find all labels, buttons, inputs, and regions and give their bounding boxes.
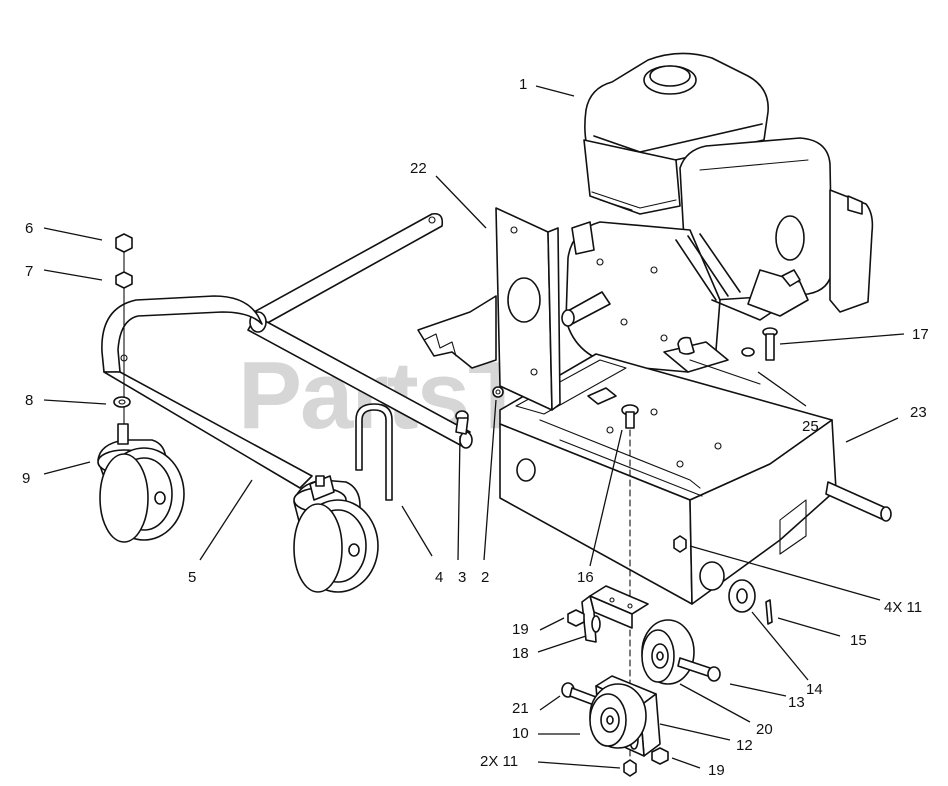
callout-15: 15	[850, 632, 867, 649]
callout-7: 7	[25, 263, 33, 280]
callout-19-upper: 19	[512, 621, 529, 638]
u-bolt	[355, 403, 393, 501]
callout-17: 17	[912, 326, 929, 343]
callout-19-lower: 19	[708, 762, 725, 779]
engine	[561, 52, 874, 373]
caster-wheel-left	[97, 423, 185, 543]
idler-bracket-upper	[581, 585, 649, 643]
callout-20: 20	[756, 721, 773, 738]
callout-10: 10	[512, 725, 529, 742]
nut-2x11	[623, 759, 637, 777]
callout-2x11: 2X 11	[480, 753, 518, 770]
callout-18: 18	[512, 645, 529, 662]
callout-4: 4	[435, 569, 443, 586]
callout-9: 9	[22, 470, 30, 487]
frame	[499, 353, 892, 605]
callout-3: 3	[458, 569, 466, 586]
pin-15	[765, 599, 773, 625]
callout-4x11: 4X 11	[884, 599, 922, 616]
bolt-17	[741, 327, 778, 361]
bracket-plate	[417, 207, 561, 411]
callout-1: 1	[519, 76, 527, 93]
callout-23: 23	[910, 404, 927, 421]
callout-8: 8	[25, 392, 33, 409]
bolt-3	[455, 410, 469, 435]
idler-pulley-lower	[589, 683, 647, 749]
nut-2	[492, 386, 504, 398]
callout-5: 5	[188, 569, 196, 586]
nut-4x11	[673, 535, 687, 553]
callout-6: 6	[25, 220, 33, 237]
idler-pulley-upper	[641, 619, 695, 685]
callout-labels: 1 22 6 7 8 9 5 4 3 2 16 17 25 23 4X 11 1…	[22, 76, 929, 779]
callout-22: 22	[410, 160, 427, 177]
callout-12: 12	[736, 737, 753, 754]
leader-lines	[43, 85, 905, 769]
callout-25: 25	[802, 418, 819, 435]
callout-2: 2	[481, 569, 489, 586]
callout-16: 16	[577, 569, 594, 586]
handle-assembly	[101, 212, 473, 489]
nut-19-lower	[651, 747, 669, 765]
nut-19-upper	[567, 609, 585, 627]
bolt-13	[677, 657, 721, 682]
caster-hardware	[113, 233, 133, 425]
callout-13: 13	[788, 694, 805, 711]
caster-wheel-right	[293, 475, 379, 593]
washer-14	[728, 579, 756, 613]
callout-21: 21	[512, 700, 529, 717]
callout-14: 14	[806, 681, 823, 698]
